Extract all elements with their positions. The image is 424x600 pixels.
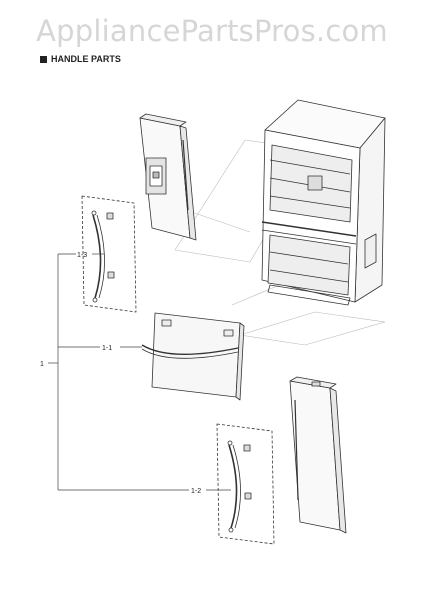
left-door [139,113,197,241]
section-title-text: HANDLE PARTS [51,54,121,64]
callout-1-2: 1-2 [191,488,201,495]
freezer-drawer-front [141,312,245,401]
freezer-handle [141,344,239,356]
refrigerator-cabinet [261,99,386,306]
callout-1-1: 1-1 [102,345,112,352]
section-bullet-icon [40,55,47,63]
right-handle-group [216,423,275,545]
right-door [289,376,347,534]
callout-lines [48,253,231,491]
left-handle-group [81,195,137,313]
watermark-logo: AppliancePartsPros.com [36,14,388,48]
callout-1-3: 1-3 [77,252,87,259]
callout-main: 1 [40,361,44,368]
section-title: HANDLE PARTS [40,54,121,64]
